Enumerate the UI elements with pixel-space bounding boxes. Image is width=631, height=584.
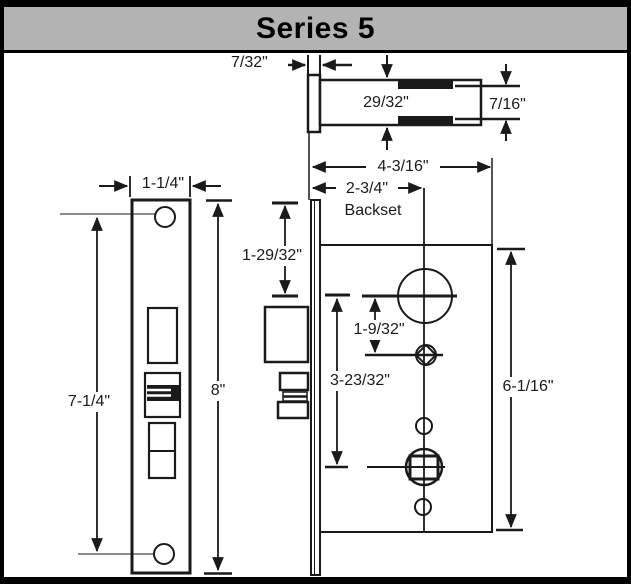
page-title: Series 5 bbox=[255, 12, 376, 45]
dim-label-top-to-cylinder: 1-29/32" bbox=[234, 246, 310, 267]
dim-label-faceplate-thickness: 7/32" bbox=[231, 54, 268, 71]
dim-label-cylinder-to-thumbturn: 1-9/32" bbox=[347, 320, 411, 341]
mounting-hole-bottom bbox=[414, 498, 432, 516]
dim-label-cylinder-to-hub: 3-23/32" bbox=[323, 371, 397, 392]
latchbolt-side-top bbox=[278, 371, 310, 392]
dim-label-backset-caption: Backset bbox=[344, 202, 402, 219]
deadbolt-side bbox=[263, 305, 310, 364]
dim-label-faceplate-height: 8" bbox=[202, 381, 234, 402]
dim-label-latchbolt-height: 7/16" bbox=[489, 96, 526, 113]
dim-label-screw-spacing: 7-1/4" bbox=[59, 392, 119, 413]
latch-faceplate-edge bbox=[306, 73, 322, 134]
frame-border-bottom bbox=[0, 577, 631, 584]
frame-border-right bbox=[627, 53, 631, 584]
latchbolt-side-bottom bbox=[276, 400, 310, 420]
faceplate-front-view bbox=[130, 198, 192, 575]
screw-hole-top bbox=[154, 206, 176, 228]
dim-label-case-height: 6-1/16" bbox=[496, 377, 560, 398]
title-bar: Series 5 bbox=[0, 0, 631, 53]
dim-label-faceplate-width: 1-1/4" bbox=[141, 175, 185, 192]
frame-border-left bbox=[0, 53, 4, 584]
deadbolt-opening bbox=[146, 306, 179, 365]
screw-hole-bottom bbox=[153, 543, 175, 565]
dim-label-case-depth: 4-3/16" bbox=[366, 157, 440, 178]
dim-label-case-front-height: 29/32" bbox=[363, 94, 409, 111]
latch-cross-section-view bbox=[288, 55, 520, 200]
mortise-faceplate-edge bbox=[310, 199, 321, 576]
dim-label-backset: 2-3/4" bbox=[336, 179, 398, 200]
